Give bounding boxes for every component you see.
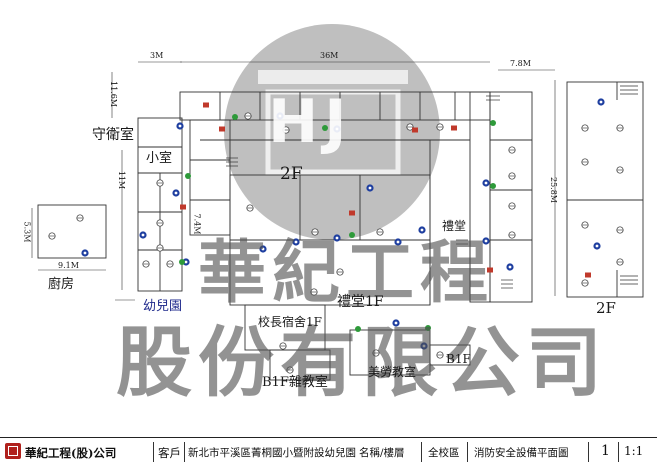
stairs xyxy=(226,95,513,289)
dim-left-height: 11.6M xyxy=(109,80,119,108)
title-scope: 全校區 xyxy=(428,447,460,459)
watermark-monogram xyxy=(224,24,440,240)
dim-kitchen-width: 9.1M xyxy=(58,261,79,270)
title-client-name: 新北市平溪區菁桐國小暨附設幼兒園 xyxy=(188,447,356,459)
dim-building-height: 25.8M xyxy=(549,176,559,204)
label-second-floor: 2F xyxy=(280,164,303,184)
label-guard-room: 守衛室 xyxy=(92,127,134,143)
label-kindergarten: 幼兒園 xyxy=(143,299,183,314)
dim-kitchen-height: 5.3M xyxy=(22,221,32,243)
watermark-company-line2: 股份有限公司 xyxy=(116,318,608,407)
label-b1f: B1F xyxy=(446,352,471,366)
dimension-lines xyxy=(31,61,556,301)
dim-right-width: 7.8M xyxy=(510,59,531,68)
label-art-classroom: 美勞教室 xyxy=(368,365,417,379)
watermark-company-line1: 華紀工程 xyxy=(198,234,495,313)
title-client-label: 客戶 xyxy=(158,446,181,460)
plan-svg xyxy=(31,24,644,381)
dim-guard-width: 3M xyxy=(150,51,164,60)
right-building-walls xyxy=(566,81,644,298)
dim-upper-width: 36M xyxy=(320,51,339,60)
label-small-room: 小室 xyxy=(146,151,173,166)
title-name-floor-label: 名稱/樓層 xyxy=(359,447,405,459)
title-company: 華紀工程(股)公司 xyxy=(25,446,117,460)
title-scale: 1:1 xyxy=(624,444,644,458)
dim-mid-height: 7.4M xyxy=(192,213,202,235)
label-hall: 禮堂 xyxy=(442,219,467,233)
label-building-2f: 2F xyxy=(596,299,616,317)
label-b1f-classroom: B1F雜教室 xyxy=(262,375,328,390)
main-building-walls xyxy=(137,91,533,381)
label-kitchen: 廚房 xyxy=(48,277,75,292)
watermark-monogram-text: HJ xyxy=(268,87,353,157)
kitchen-walls xyxy=(37,204,107,259)
right-building-stairs xyxy=(620,85,638,285)
title-block: 華紀工程(股)公司 客戶 新北市平溪區菁桐國小暨附設幼兒園 名稱/樓層 全校區 … xyxy=(0,437,657,467)
title-sheet-no: 1 xyxy=(601,443,610,459)
title-drawing-title: 消防安全設備平面圖 xyxy=(474,447,569,459)
label-hall-1f: 禮堂1F xyxy=(337,294,384,310)
company-logo-icon xyxy=(5,443,21,459)
dim-left-height2: 11M xyxy=(117,170,127,190)
label-principal-dorm: 校長宿舍1F xyxy=(258,315,322,329)
